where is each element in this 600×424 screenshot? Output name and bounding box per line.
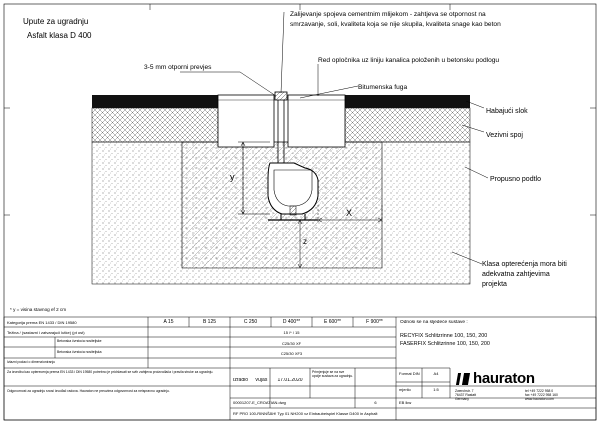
note-bitumen: Bitumenska fuga xyxy=(358,84,407,91)
company-name: hauraton xyxy=(473,371,535,387)
note-grouting-line2: smrzavanje, soli, kvaliteta koja se nije… xyxy=(290,21,501,28)
concrete-class-2: C25/30 XF3 xyxy=(280,351,303,356)
company-address-3: Germany xyxy=(455,397,469,401)
products-heading: Odnosi se na sljedeće sustave : xyxy=(400,320,468,325)
design-data-label: Izlazni podaci o dimenzioniranju xyxy=(7,360,56,364)
company-website: www.hauraton.com xyxy=(525,397,554,401)
company-fax: fax +49 7222 958 160 xyxy=(525,393,558,397)
author-name: Vujaš xyxy=(255,378,268,383)
concrete-strength-label: Betonska čvrstoća nositeljske xyxy=(57,339,102,343)
scale-label: mjerilo xyxy=(399,387,411,392)
wearing-course xyxy=(92,95,218,108)
product-faserfix: FASERFIX Schlitzrinne 100, 150, 200 xyxy=(400,341,490,347)
drawing-date: 17.01.2020 xyxy=(277,378,303,383)
frame-ticks xyxy=(4,4,596,216)
wearing-course-right xyxy=(345,95,470,108)
class-e600: E 600** xyxy=(324,319,341,325)
label-subbase: Propusno podtlo xyxy=(490,176,541,183)
author-label: Izradio xyxy=(233,378,249,383)
paver-right xyxy=(287,94,346,148)
title-block-grid xyxy=(3,316,597,421)
class-a15: A 15 xyxy=(163,319,174,325)
dimension-z: z xyxy=(303,237,307,246)
company-phone: tel +49 7222 958 0 xyxy=(525,389,554,393)
company-address-2: 76437 Rastatt xyxy=(455,393,477,397)
footnote: * y = visina stavnog ef 2 cm xyxy=(10,307,66,312)
concrete-class-1: C25/30 XF xyxy=(281,341,302,346)
label-class-line3: projekta xyxy=(482,281,507,288)
paver-left xyxy=(217,94,275,148)
company-address-1: Zwerchstr. 7 xyxy=(455,389,474,393)
weight-label: Težina / (sastavni i zatvarajući lutke) … xyxy=(7,330,85,335)
label-wearing-course: Habajući slok xyxy=(486,108,528,115)
binder-course xyxy=(91,107,219,143)
class-c250: C 250 xyxy=(243,319,258,325)
drawing-title-line2: Asfalt klasa D 400 xyxy=(27,31,92,40)
label-class-line2: adekvatna zahtjevima xyxy=(482,271,550,278)
note-grouting-line1: Zalijevanje spojeva cementnim mlijekom -… xyxy=(290,11,486,18)
disclaimer-1: Za izvedbu kao opterecenja prema EN 1433… xyxy=(7,370,214,374)
label-binder-course: Vezivni spoj xyxy=(486,132,523,139)
leader-lines xyxy=(180,11,489,265)
drawing-title-line1: Upute za ugradnju xyxy=(23,17,88,26)
bottom-title: RF PRO 100-RINNŠÄH! Typ 01 NH200 vz Einb… xyxy=(233,411,378,416)
concrete-strength-label-2: Betonska čvrstoća nositeljska xyxy=(57,350,102,354)
hauraton-logo: hauraton xyxy=(455,371,595,387)
disclaimer-2: Odgovornost za ugradnju snosi izvođač ra… xyxy=(7,389,170,393)
class-f900: F 900** xyxy=(366,319,383,325)
label-class-line1: Klasa opterećenja mora biti xyxy=(482,261,567,268)
dimension-x: X xyxy=(346,208,352,218)
weight-value: 15 /* / 15 xyxy=(283,330,300,335)
format-value: A4 xyxy=(433,371,439,376)
dimension-y: y xyxy=(230,172,235,182)
dimensions xyxy=(238,141,383,269)
note-overlap: 3-5 mm otporni prevjes xyxy=(144,64,212,71)
sheet-label: EB lkw xyxy=(399,400,412,405)
format-label: Format DIN xyxy=(399,371,420,376)
product-recyfix: RECYFIX Schlitzrinne 100, 150, 200 xyxy=(400,333,488,339)
drawing-subject: Primjenjuje se na sve opcije sustava za … xyxy=(312,370,354,379)
note-kerb: Red opločnika uz liniju kanalica položen… xyxy=(318,57,499,64)
drawing-number: 00001207-E_CROATIAN.dwg xyxy=(233,400,286,405)
class-d400: D 400** xyxy=(282,319,301,325)
revision: 6 xyxy=(374,400,377,405)
class-b125: B 125 xyxy=(202,319,217,325)
scale-value: 1:5 xyxy=(433,387,439,392)
category-label: Kategorija prema EN 1433 / DIN 19580 xyxy=(7,320,77,325)
slot-channel xyxy=(267,91,319,221)
binder-course-right xyxy=(344,107,471,143)
